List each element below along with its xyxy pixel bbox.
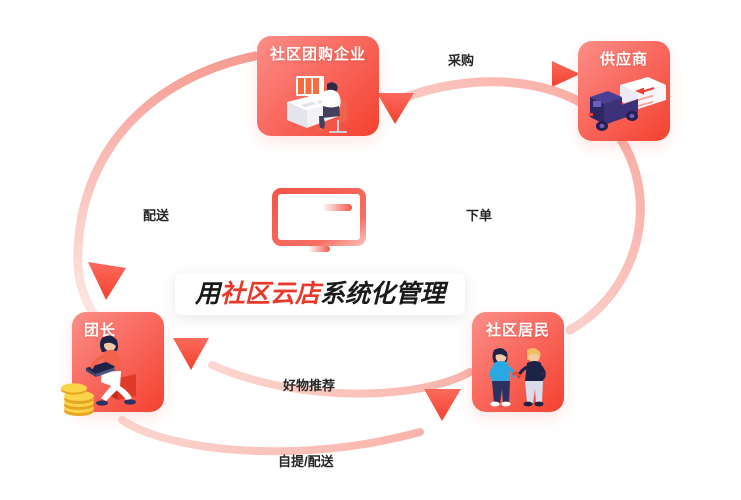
center-banner: 用社区云店系统化管理 [175, 273, 465, 315]
connector-procure [378, 61, 580, 87]
banner-suffix: 系统化管理 [320, 279, 446, 308]
two-residents-illustration [489, 348, 546, 407]
card-label-group-leader: 团长 [84, 322, 117, 339]
monitor-icon [272, 188, 366, 252]
connector-recommend [173, 338, 474, 398]
connector-pickup-deliver [118, 389, 461, 456]
banner-highlight: 社区云店 [219, 279, 320, 308]
leader-with-laptop-illustration [86, 335, 136, 406]
card-label-enterprise: 社区团购企业 [269, 46, 366, 63]
card-label-supplier: 供应商 [599, 51, 648, 68]
card-community-group-buying-enterprise[interactable]: 社区团购企业 [257, 36, 379, 136]
desk-worker-illustration [287, 76, 347, 133]
flow-label-distribute: 配送 [143, 208, 170, 223]
banner-prefix: 用 [194, 279, 220, 308]
card-supplier[interactable]: 供应商 [578, 41, 670, 141]
flow-label-recommend: 好物推荐 [283, 378, 336, 393]
banner-text: 用社区云店系统化管理 [194, 279, 446, 308]
coin-stack-icon [61, 383, 94, 416]
connector-distribute [73, 51, 260, 323]
flow-label-place-order: 下单 [466, 208, 493, 223]
flow-label-procure: 采购 [448, 53, 475, 68]
flow-label-pickup-deliver: 自提/配送 [278, 454, 334, 469]
delivery-truck-illustration [589, 77, 666, 131]
card-community-resident[interactable]: 社区居民 [472, 312, 564, 412]
card-label-resident: 社区居民 [485, 322, 550, 339]
